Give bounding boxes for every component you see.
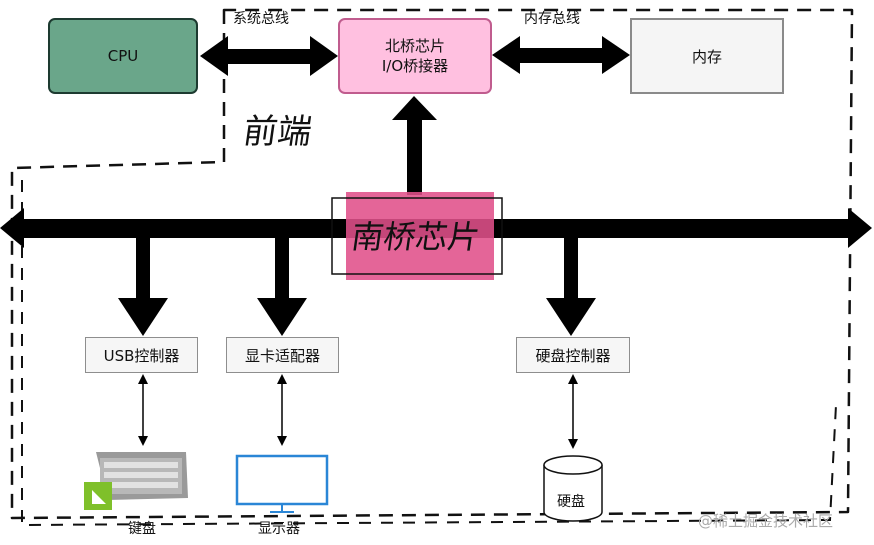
southbridge-annotation: 南桥芯片 bbox=[349, 218, 483, 256]
northbridge-box: 北桥芯片 I/O桥接器 bbox=[338, 18, 492, 94]
disk-cylinder-icon bbox=[543, 455, 603, 522]
memory-bus-label: 内存总线 bbox=[524, 11, 580, 27]
memory-bus-arrow bbox=[492, 36, 630, 74]
southbridge-chip bbox=[331, 192, 503, 280]
usb-keyboard-link bbox=[138, 374, 148, 446]
gpu-adapter-box: 显卡适配器 bbox=[226, 337, 339, 373]
bus-to-gpu-arrow bbox=[257, 235, 307, 336]
monitor-icon bbox=[235, 454, 329, 513]
frontend-annotation: 前端 bbox=[240, 112, 315, 152]
keyboard-label: 键盘 bbox=[128, 521, 156, 537]
usb-controller-box: USB控制器 bbox=[85, 337, 198, 373]
gpu-monitor-link bbox=[277, 374, 287, 446]
bus-to-usb-arrow bbox=[118, 235, 168, 336]
disk-label: 硬盘 bbox=[557, 494, 585, 510]
disk-controller-box: 硬盘控制器 bbox=[516, 337, 630, 373]
system-bus-label: 系统总线 bbox=[233, 11, 289, 27]
memory-label: 内存 bbox=[691, 47, 722, 66]
cpu-label: CPU bbox=[107, 47, 139, 65]
southbridge-to-northbridge-arrow bbox=[392, 96, 437, 195]
system-bus-arrow bbox=[200, 36, 338, 76]
controller-disk-link bbox=[568, 374, 578, 449]
disk-controller-label: 硬盘控制器 bbox=[535, 346, 611, 365]
cpu-box: CPU bbox=[48, 18, 198, 94]
gpu-adapter-label: 显卡适配器 bbox=[244, 346, 320, 365]
backend-region-boundary bbox=[21, 180, 837, 527]
keyboard-icon bbox=[84, 452, 188, 510]
memory-box: 内存 bbox=[630, 18, 784, 94]
bus-to-disk-controller-arrow bbox=[546, 235, 596, 336]
io-bridge-label: I/O桥接器 bbox=[381, 57, 449, 75]
monitor-label: 显示器 bbox=[258, 521, 300, 537]
watermark-text: @稀土掘金技术社区 bbox=[698, 512, 834, 530]
frontend-region-boundary bbox=[10, 8, 854, 520]
northbridge-label: 北桥芯片 bbox=[384, 37, 445, 55]
usb-controller-label: USB控制器 bbox=[103, 346, 180, 365]
